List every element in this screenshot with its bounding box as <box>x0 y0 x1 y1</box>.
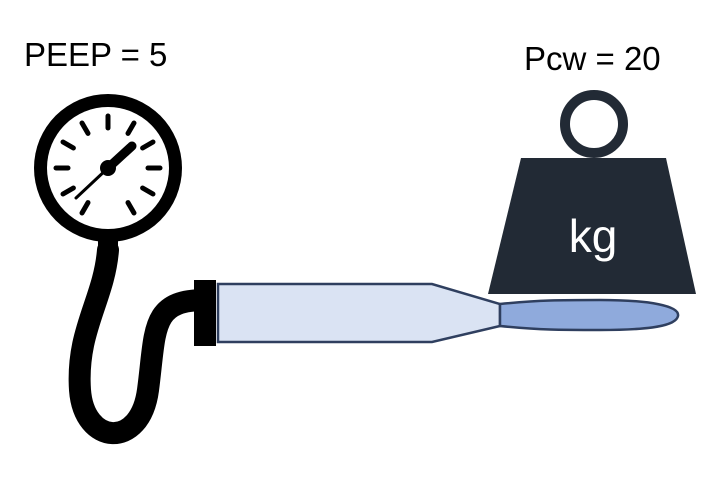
tube-connector <box>194 280 216 346</box>
gauge-tick <box>140 139 156 151</box>
peep-label: PEEP = 5 <box>24 36 168 73</box>
gauge-tick <box>79 200 91 216</box>
pressure-gauge-icon <box>34 94 182 242</box>
gauge-tick <box>79 120 91 136</box>
kettlebell-weight-icon: kg <box>488 90 696 294</box>
gauge-tick <box>125 120 137 136</box>
weight-unit-label: kg <box>569 210 618 262</box>
gauge-tick <box>125 200 137 216</box>
lung-balloon <box>498 298 680 332</box>
gauge-hose <box>68 239 216 445</box>
gauge-tick <box>60 139 76 151</box>
pcw-label: Pcw = 20 <box>524 40 661 77</box>
gauge-tick <box>140 185 156 197</box>
gauge-tick <box>60 185 76 197</box>
endotracheal-tube <box>194 280 502 346</box>
